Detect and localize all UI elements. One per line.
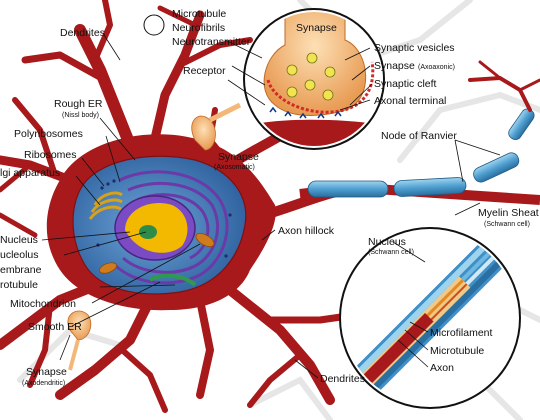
mitochondria — [99, 232, 215, 274]
label-axon: Axon — [430, 362, 454, 374]
label-neurotransmitter: Neurotransmitter — [172, 36, 251, 48]
label-microtubule-left: rotubule — [0, 279, 38, 291]
label-golgi: lgi apparatus — [0, 167, 60, 179]
label-nucleus: Nucleus — [0, 234, 38, 246]
label-synapse-axoaxonic: Synapse — [374, 60, 415, 72]
label-synapse-axosomatic-sub: (Axosomatic) — [214, 164, 255, 171]
label-receptor: Receptor — [183, 65, 226, 77]
axosomatic-terminal — [191, 102, 242, 151]
synapse-inset — [243, 8, 385, 150]
rough-er — [113, 170, 229, 285]
golgi-apparatus — [88, 191, 123, 220]
label-dendrites-top: Dendrites — [60, 27, 105, 39]
label-synapse-axodendritic-sub: (Axodendritic) — [22, 380, 65, 387]
label-rough-er: Rough ER — [54, 98, 103, 110]
label-node-of-ranvier: Node of Ranvier — [381, 130, 457, 142]
myelin-inset — [339, 227, 521, 409]
label-synaptic-vesicles: Synaptic vesicles — [374, 42, 455, 54]
axon-upper-branches — [468, 60, 540, 112]
label-axonal-terminal: Axonal terminal — [374, 95, 446, 107]
label-synapse-axoaxonic-sub: (Axoaxonic) — [418, 64, 455, 71]
label-polyribosomes: Polyribosomes — [14, 128, 83, 140]
label-synapse-inset: Synapse — [296, 22, 337, 34]
ribosome-dots — [96, 179, 232, 258]
label-myelin-sheath-sub: (Schwann cell) — [484, 221, 530, 228]
smooth-er — [149, 273, 197, 287]
label-synapse-axodendritic: Synapse — [26, 366, 67, 378]
axodendritic-terminal — [67, 310, 92, 371]
leader-lines — [41, 34, 501, 379]
label-membrane: embrane — [0, 264, 42, 276]
label-smooth-er: Smooth ER — [28, 321, 82, 333]
label-axon-hillock: Axon hillock — [278, 225, 335, 237]
label-nucleolus: ucleolus — [0, 249, 39, 261]
zoom-marker — [143, 14, 165, 36]
label-synapse-axosomatic: Synapse — [218, 151, 259, 163]
label-synaptic-cleft: Synaptic cleft — [374, 78, 437, 90]
nucleus-organelle — [114, 195, 196, 261]
label-ribosomes: Ribosomes — [24, 149, 77, 161]
label-microtubule-axon: Microtubule — [430, 345, 484, 357]
label-rough-er-sub: (Nissl body) — [62, 112, 99, 119]
label-nucleus-schwann-sub: (Schwann cell) — [368, 249, 414, 256]
label-microtubule-top: Microtubule — [172, 8, 226, 20]
label-nucleus-schwann: Nucleus — [368, 236, 406, 248]
label-microfilament: Microfilament — [430, 327, 493, 339]
diagram-labels: Dendrites Microtubule Neurofibrils Neuro… — [0, 8, 539, 387]
label-neurofibrils: Neurofibrils — [172, 22, 225, 34]
label-myelin-sheath: Myelin Sheat — [478, 207, 539, 219]
label-dendrites-bottom: Dendrites — [320, 373, 365, 385]
label-mitochondrion: Mitochondrion — [10, 298, 76, 310]
